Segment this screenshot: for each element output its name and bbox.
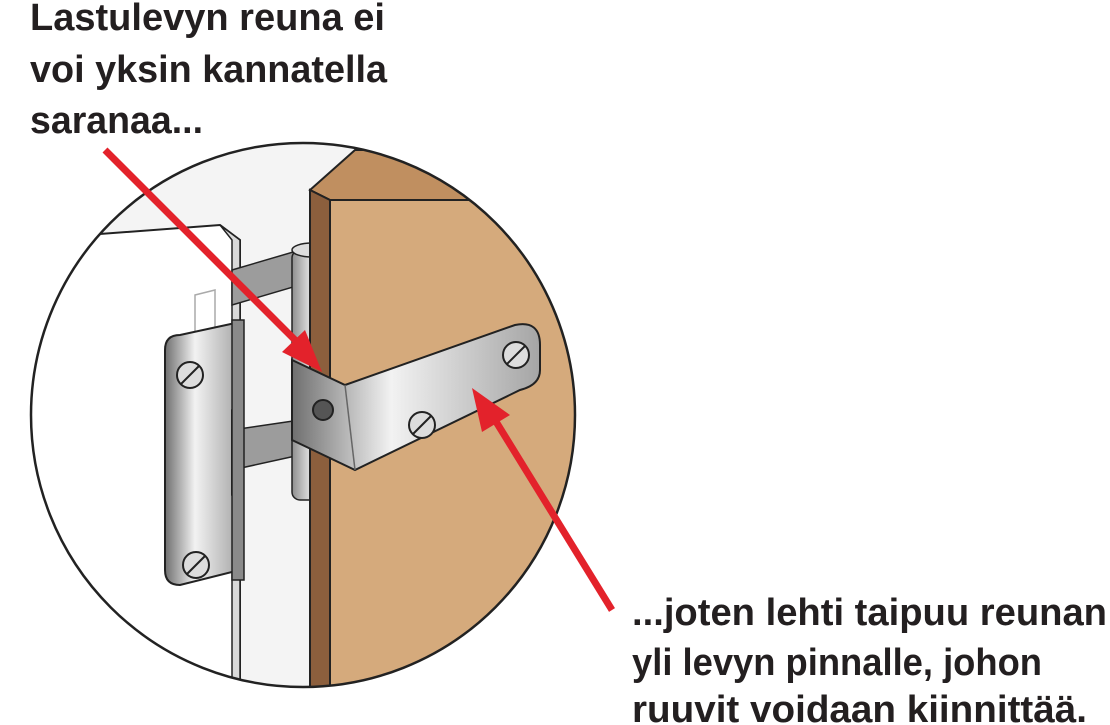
- top-caption: Lastulevyn reuna ei voi yksin kannatella…: [30, 0, 388, 142]
- bottom-caption-line-2: yli levyn pinnalle, johon: [632, 642, 1042, 684]
- detail-circle-border: [29, 141, 577, 689]
- door-hinge-leaf: [164, 319, 245, 587]
- arrow-top: [102, 147, 322, 372]
- detail-circle: [31, 143, 575, 687]
- top-caption-line-3: saranaa...: [30, 100, 203, 142]
- board-hinge-leaf: [291, 323, 541, 472]
- bottom-caption: ...joten lehti taipuu reunan yli levyn p…: [632, 592, 1107, 725]
- top-caption-line-2: voi yksin kannatella: [30, 49, 388, 91]
- bottom-caption-line-3: ruuvit voidaan kiinnittää.: [632, 689, 1087, 725]
- bottom-caption-line-1: ...joten lehti taipuu reunan: [632, 592, 1107, 634]
- top-caption-line-1: Lastulevyn reuna ei: [30, 0, 385, 39]
- arrow-bottom: [472, 388, 615, 612]
